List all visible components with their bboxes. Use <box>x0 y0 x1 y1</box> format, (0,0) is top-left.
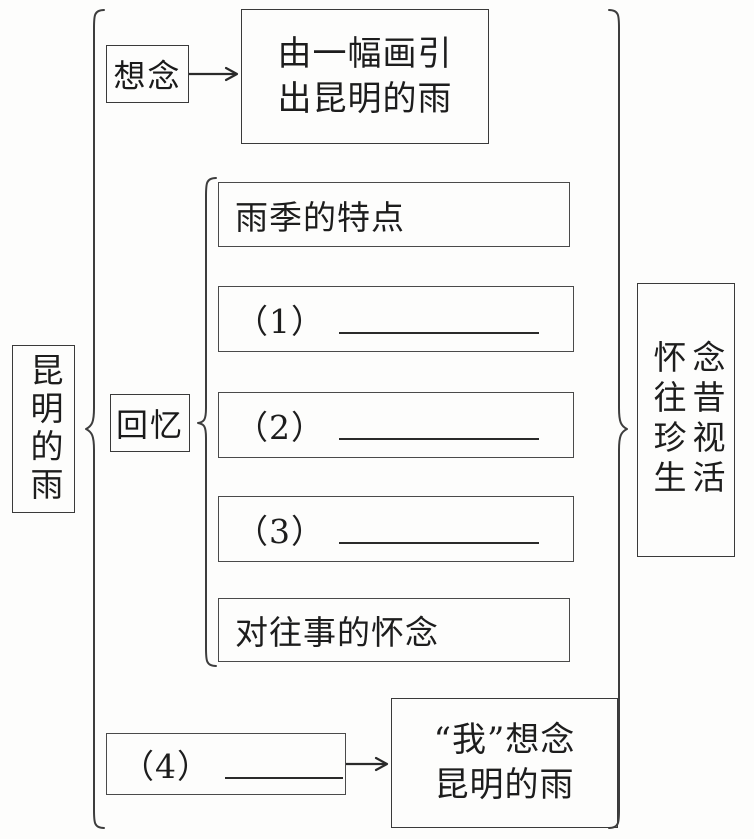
theme-text-column-1: 怀往珍生 <box>648 340 687 500</box>
recall-item-label: （1） <box>235 302 325 341</box>
root-title-box: 昆明的雨 <box>12 345 75 513</box>
recall-item-label: （3） <box>235 512 325 551</box>
branch-tag-xiangnian-label: 想念 <box>113 57 182 95</box>
bottom-blank-line <box>225 777 343 779</box>
recall-item-label: 对往事的怀念 <box>235 613 439 652</box>
recall-item-blank <box>339 438 539 440</box>
recall-item-box: （3） <box>218 496 574 562</box>
branch-tag-huiyi-label: 回忆 <box>115 406 184 444</box>
recall-item-box: 雨季的特点 <box>218 182 570 247</box>
recall-item-label: （2） <box>235 408 325 447</box>
intro-box: 由一幅画引 出昆明的雨 <box>241 9 489 144</box>
bottom-blank-label: （4） <box>121 747 211 786</box>
conclusion-box: “我”想念 昆明的雨 <box>391 698 618 828</box>
recall-item-blank <box>339 332 539 334</box>
intro-box-text: 由一幅画引 出昆明的雨 <box>277 33 453 119</box>
recall-item-box: （1） <box>218 286 574 352</box>
arrow-xiangnian-to-intro <box>189 66 239 82</box>
branch-tag-xiangnian: 想念 <box>106 45 189 103</box>
recall-item-box: （2） <box>218 392 574 458</box>
root-title-text: 昆明的雨 <box>24 353 64 505</box>
branch-tag-huiyi: 回忆 <box>110 394 190 452</box>
recall-group-brace <box>197 177 217 667</box>
recall-item-box: 对往事的怀念 <box>218 598 570 662</box>
recall-item-label: 雨季的特点 <box>235 197 405 237</box>
theme-text-column-2: 念昔视活 <box>686 340 726 500</box>
bottom-blank-box: （4） <box>106 733 346 795</box>
arrow-bottom-to-conclusion <box>346 756 389 772</box>
conclusion-box-text: “我”想念 昆明的雨 <box>433 720 576 805</box>
theme-box: 念昔视活 怀往珍生 <box>637 283 735 557</box>
main-left-brace <box>85 9 105 829</box>
recall-item-blank <box>339 542 539 544</box>
